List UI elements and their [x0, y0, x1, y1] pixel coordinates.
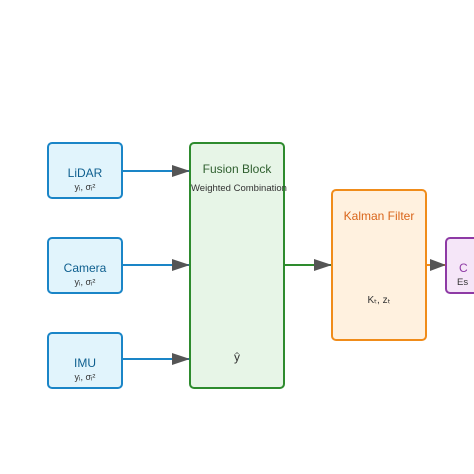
- kalman-filter-title: Kalman Filter: [343, 209, 415, 223]
- kalman-filter-node: Kalman Filter Kₜ, zₜ: [331, 189, 427, 341]
- lidar-node: LiDAR yᵢ, σᵢ²: [47, 142, 123, 199]
- imu-label: IMU: [74, 356, 96, 370]
- camera-sublabel: yᵢ, σᵢ²: [74, 277, 96, 287]
- arrowhead-imu: [172, 353, 190, 365]
- arrowhead-output: [430, 259, 446, 271]
- arrowhead-lidar: [172, 165, 190, 177]
- imu-sublabel: yᵢ, σᵢ²: [74, 372, 96, 382]
- imu-node: IMU yᵢ, σᵢ²: [47, 332, 123, 389]
- lidar-label: LiDAR: [67, 166, 103, 180]
- fusion-block-subtitle: Weighted Combination: [191, 183, 287, 194]
- output-node-title: C: [459, 261, 468, 275]
- fusion-block-title: Fusion Block: [202, 162, 272, 176]
- fusion-block-node: Fusion Block Weighted Combination ŷ: [189, 142, 287, 389]
- camera-label: Camera: [63, 261, 107, 275]
- fusion-output-symbol: ŷ: [234, 350, 240, 364]
- output-node: C Es: [445, 237, 474, 294]
- camera-node: Camera yᵢ, σᵢ²: [47, 237, 123, 294]
- output-node-sublabel: Es: [457, 277, 469, 288]
- arrowhead-camera: [172, 259, 190, 271]
- arrowhead-kalman: [314, 259, 332, 271]
- lidar-sublabel: yᵢ, σᵢ²: [74, 182, 96, 192]
- kalman-filter-sublabel: Kₜ, zₜ: [367, 295, 391, 306]
